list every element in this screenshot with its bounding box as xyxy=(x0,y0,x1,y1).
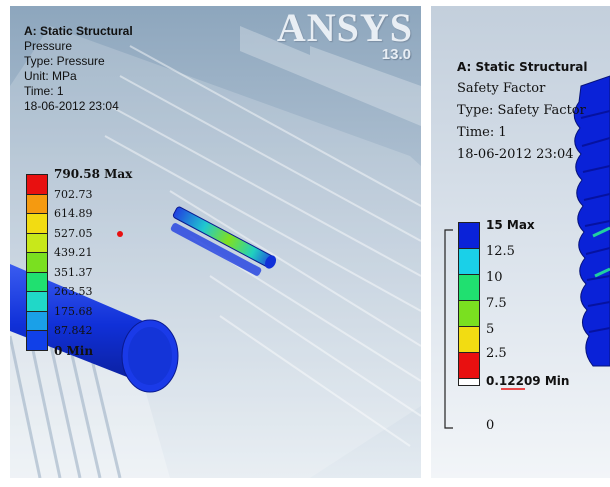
legend-label: 0.12209 Min xyxy=(486,374,570,388)
legend-label: 0 xyxy=(486,418,495,433)
legend-label: 15 Max xyxy=(486,218,535,232)
legend-band xyxy=(458,248,480,275)
right-viewport[interactable]: A: Static Structural Safety Factor Type:… xyxy=(431,6,610,478)
result-type: Type: Safety Factor xyxy=(457,103,586,118)
legend-label: 790.58 Max xyxy=(54,167,133,181)
legend-band xyxy=(458,378,480,386)
left-3d-model xyxy=(10,26,421,478)
result-date: 18-06-2012 23:04 xyxy=(24,99,119,113)
legend-band xyxy=(458,326,480,353)
result-unit: Unit: MPa xyxy=(24,69,77,83)
legend-band xyxy=(458,352,480,379)
legend-label: 2.5 xyxy=(486,346,507,361)
legend-label: 12.5 xyxy=(486,244,515,259)
legend-label: 439.21 xyxy=(54,246,93,259)
legend-band xyxy=(26,310,48,331)
ansys-logo: ANSYS 13.0 xyxy=(276,6,413,64)
legend-label: 702.73 xyxy=(54,187,93,201)
result-date: 18-06-2012 23:04 xyxy=(457,147,574,162)
legend-band xyxy=(458,300,480,327)
legend-label: 527.05 xyxy=(54,226,93,240)
gear-teeth-model xyxy=(573,75,610,367)
left-viewport[interactable]: ANSYS 13.0 A: Static Structural Pressure… xyxy=(10,6,421,478)
max-marker xyxy=(117,231,123,237)
result-time: Time: 1 xyxy=(24,84,64,98)
result-name: Pressure xyxy=(24,39,73,53)
contour-shaft xyxy=(170,206,277,276)
legend-label: 7.5 xyxy=(486,296,507,311)
legend-band xyxy=(26,174,48,195)
legend-label: 10 xyxy=(486,270,503,285)
left-result-info: A: Static Structural Pressure Type: Pres… xyxy=(24,24,133,114)
result-name: Safety Factor xyxy=(457,81,546,96)
legend-label: 87.842 xyxy=(54,324,93,337)
logo-version: 13.0 xyxy=(381,46,411,63)
right-3d-model xyxy=(573,75,610,367)
legend-label: 0 Min xyxy=(54,343,94,358)
legend-label: 263.53 xyxy=(54,285,93,298)
result-type: Type: Pressure xyxy=(24,54,105,68)
legend-label: 5 xyxy=(486,322,495,337)
legend-band xyxy=(26,330,48,351)
legend-band xyxy=(26,271,48,292)
legend-band xyxy=(26,213,48,234)
logo-word: ANSYS xyxy=(276,6,413,50)
legend-band xyxy=(458,222,480,249)
legend-label: 614.89 xyxy=(54,207,93,220)
legend-band xyxy=(26,252,48,273)
result-time: Time: 1 xyxy=(457,125,507,140)
legend-band xyxy=(458,274,480,301)
legend-band xyxy=(26,193,48,214)
right-result-info: A: Static Structural Safety Factor Type:… xyxy=(457,56,587,166)
legend-label: 351.37 xyxy=(54,265,93,279)
analysis-title: A: Static Structural xyxy=(24,24,133,38)
analysis-title: A: Static Structural xyxy=(457,60,588,74)
legend-band xyxy=(26,291,48,312)
legend-label: 175.68 xyxy=(54,304,93,318)
legend-band xyxy=(26,232,48,253)
